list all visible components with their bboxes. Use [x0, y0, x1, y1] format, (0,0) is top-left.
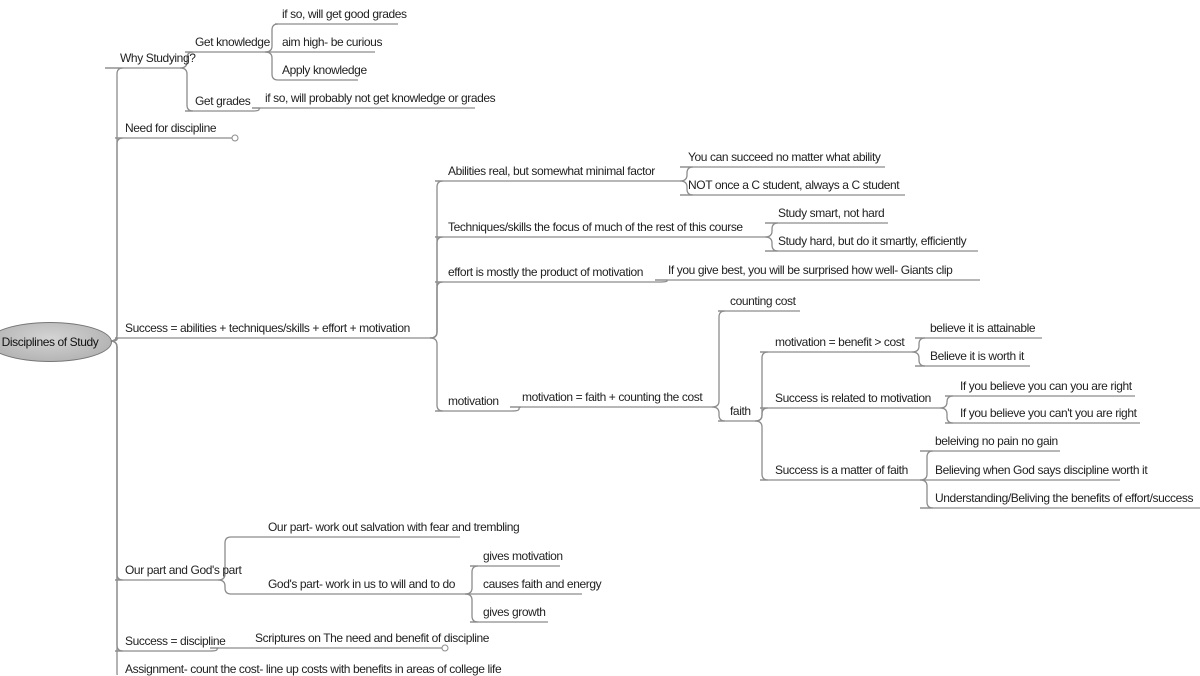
node-need[interactable]: Need for discipline — [125, 121, 217, 135]
node-mot[interactable]: motivation — [448, 394, 499, 408]
node-mfc[interactable]: motivation = faith + counting the cost — [522, 390, 703, 404]
node-b2[interactable]: Believe it is worth it — [930, 349, 1024, 363]
node-f3[interactable]: Understanding/Beliving the benefits of e… — [935, 491, 1194, 505]
node-gp1[interactable]: gives motivation — [483, 549, 563, 563]
node-r1[interactable]: If you believe you can you are right — [960, 379, 1132, 393]
node-t2[interactable]: Study hard, but do it smartly, efficient… — [778, 234, 967, 248]
connector-line — [711, 406, 726, 422]
connector-line — [429, 337, 444, 412]
connector-line — [109, 137, 124, 342]
connector-line — [655, 279, 669, 283]
connector-line — [217, 579, 255, 595]
node-smf[interactable]: Success is a matter of faith — [775, 463, 908, 477]
connector-line — [764, 236, 779, 252]
connector-line — [919, 450, 934, 481]
node-gp3[interactable]: gives growth — [483, 605, 546, 619]
node-why[interactable]: Why Studying? — [120, 51, 196, 65]
connector-line — [109, 337, 119, 342]
connector-line — [764, 222, 779, 238]
root-node[interactable]: Disciplines of Study — [0, 322, 112, 362]
node-b1[interactable]: believe it is attainable — [930, 321, 1036, 335]
node-ours[interactable]: Our part and God's part — [125, 563, 242, 577]
node-getk[interactable]: Get knowledge — [195, 35, 270, 49]
node-e1[interactable]: If you give best, you will be surprised … — [668, 263, 953, 277]
node-succ[interactable]: Success = abilities + techniques/skills … — [125, 321, 410, 335]
connector-line — [711, 310, 726, 408]
node-scr[interactable]: Scriptures on The need and benefit of di… — [255, 631, 490, 645]
node-a1[interactable]: You can succeed no matter what ability — [688, 150, 881, 164]
connector-line — [105, 67, 124, 342]
node-f2[interactable]: Believing when God says discipline worth… — [935, 463, 1148, 477]
node-a2[interactable]: NOT once a C student, always a C student — [688, 178, 900, 192]
node-abil[interactable]: Abilities real, but somewhat minimal fac… — [448, 164, 655, 178]
connector-line — [919, 479, 934, 509]
connector-line — [179, 51, 194, 69]
node-eff[interactable]: effort is mostly the product of motivati… — [448, 265, 644, 279]
connector-line — [109, 340, 118, 675]
node-cc[interactable]: counting cost — [730, 294, 796, 308]
node-asg[interactable]: Assignment- count the cost- line up cost… — [125, 662, 502, 676]
connector-line — [679, 166, 694, 182]
node-k1[interactable]: if so, will get good grades — [282, 7, 407, 21]
connector-line — [251, 107, 261, 112]
node-getg[interactable]: Get grades — [195, 94, 251, 108]
connector-line — [429, 281, 444, 339]
node-gp[interactable]: God's part- work in us to will and to do — [268, 577, 456, 591]
node-g1[interactable]: if so, will probably not get knowledge o… — [265, 91, 496, 105]
connector-line — [754, 407, 769, 422]
node-t1[interactable]: Study smart, not hard — [778, 206, 885, 220]
node-r2[interactable]: If you believe you can't you are right — [960, 406, 1137, 420]
connector-line — [464, 565, 479, 595]
expand-node-icon[interactable] — [441, 644, 449, 652]
node-mbc[interactable]: motivation = benefit > cost — [775, 335, 905, 349]
connector-line — [911, 337, 926, 353]
node-k2[interactable]: aim high- be curious — [282, 35, 383, 49]
node-tech[interactable]: Techniques/skills the focus of much of t… — [448, 220, 743, 234]
connector-line — [754, 351, 769, 422]
connector-line — [911, 351, 926, 367]
connector-line — [939, 395, 954, 409]
node-sd[interactable]: Success = discipline — [125, 634, 226, 648]
connector-line — [679, 180, 694, 196]
connector-line — [939, 407, 954, 424]
connector-line — [464, 593, 479, 623]
connector-line — [209, 647, 219, 652]
node-srm[interactable]: Success is related to motivation — [775, 391, 931, 405]
connector-line — [264, 51, 280, 81]
connector-line — [264, 23, 279, 53]
node-op[interactable]: Our part- work out salvation with fear a… — [268, 520, 520, 534]
node-f1[interactable]: beleiving no pain no gain — [935, 434, 1058, 448]
expand-node-icon[interactable] — [231, 134, 239, 142]
node-gp2[interactable]: causes faith and energy — [483, 577, 602, 591]
connector-line — [217, 536, 255, 581]
connector-line — [510, 406, 522, 412]
connector-line — [179, 67, 194, 112]
node-k3[interactable]: Apply knowledge — [282, 63, 367, 77]
node-faith[interactable]: faith — [730, 404, 751, 418]
connector-line — [754, 420, 769, 481]
